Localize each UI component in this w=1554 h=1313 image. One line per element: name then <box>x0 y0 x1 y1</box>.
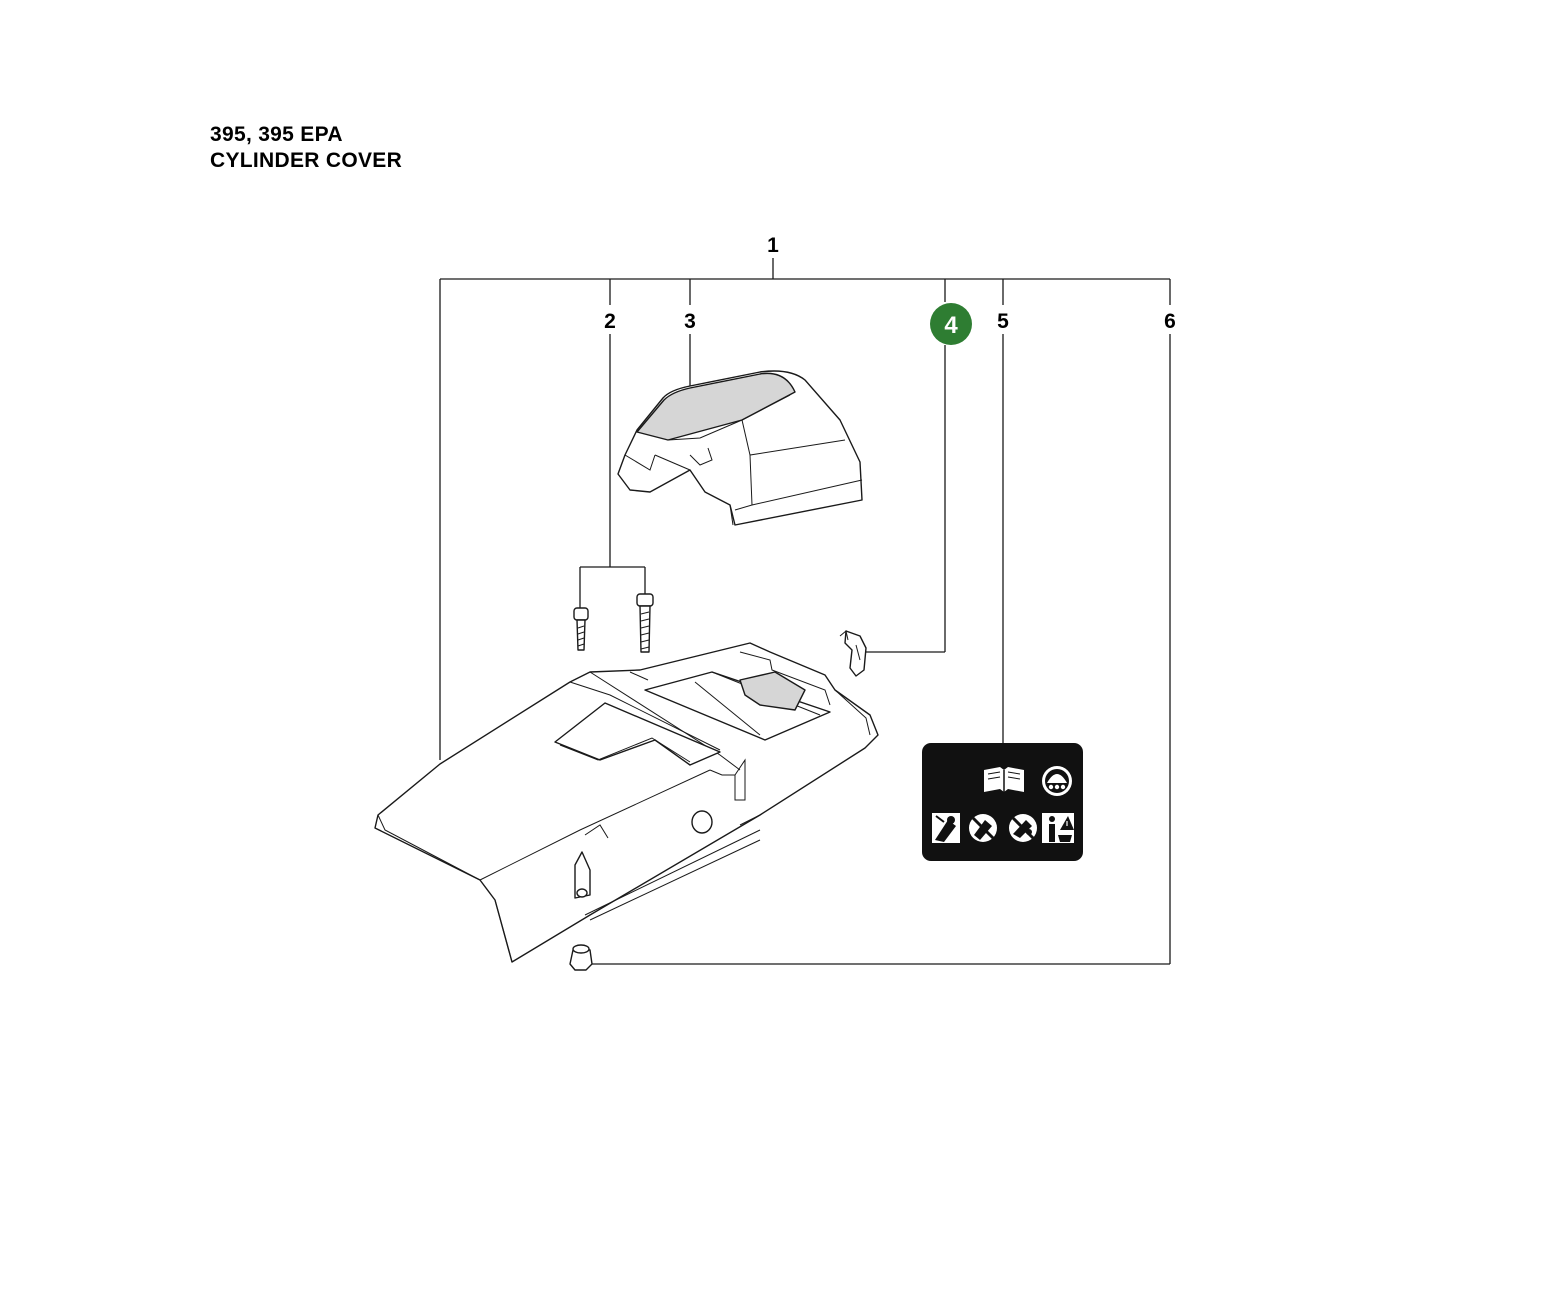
callout-5: 5 <box>997 310 1009 333</box>
warning-person-icon <box>1042 813 1074 843</box>
highlight-circle <box>930 303 972 345</box>
callout-3: 3 <box>684 310 696 333</box>
grommet-part <box>569 944 593 971</box>
model-label: 395, 395 EPA <box>210 123 343 146</box>
callout-lines <box>439 258 1171 965</box>
decal-background <box>922 743 1083 861</box>
callout-4-highlight[interactable]: 4 <box>930 303 972 345</box>
screw-part-left <box>573 607 589 651</box>
no-tip-contact-icon <box>1009 814 1037 842</box>
cylinder-cover-part <box>374 642 879 963</box>
saw-kickback-icon <box>932 813 960 843</box>
callout-2: 2 <box>604 310 616 333</box>
clip-part <box>839 630 867 677</box>
warning-decal-part <box>922 743 1083 861</box>
screw-part-right <box>636 593 654 653</box>
top-cover-part <box>617 370 863 526</box>
helmet-icon <box>1042 766 1072 796</box>
no-one-hand-icon <box>969 814 997 842</box>
page-title: 395, 395 EPA CYLINDER COVER <box>210 122 402 174</box>
callout-4: 4 <box>944 312 958 339</box>
callout-1: 1 <box>767 234 779 257</box>
callout-6: 6 <box>1164 310 1176 333</box>
manual-book-icon <box>984 767 1024 792</box>
section-label: CYLINDER COVER <box>210 149 403 172</box>
